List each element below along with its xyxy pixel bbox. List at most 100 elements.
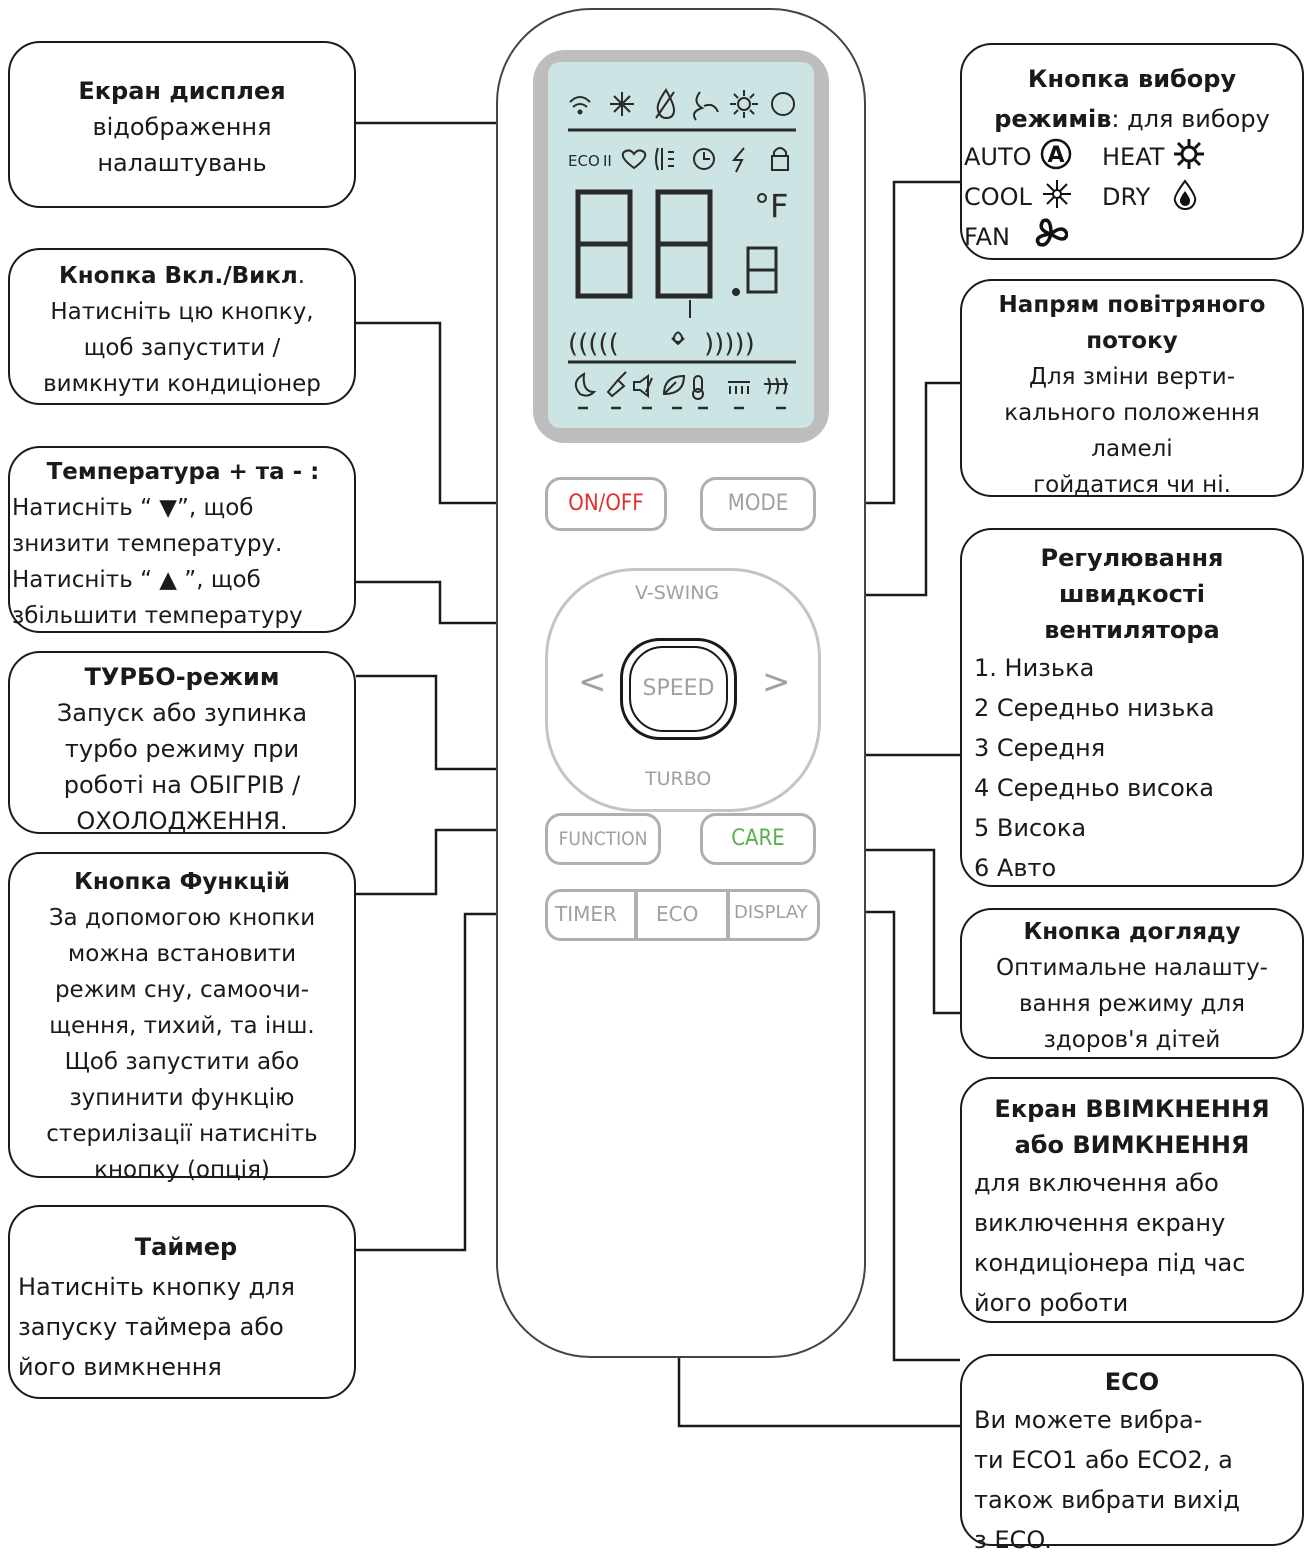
callout-line: Натисніть цю кнопку, [50,299,314,325]
lcd-fan-right: ))))) [704,329,755,359]
callout-airflow: Напрям повітряного потоку Для зміни верт… [960,279,1304,498]
callout-title-rest: : для вибору [1111,105,1270,133]
lcd-eco-bars: II [603,152,612,170]
flash-icon [731,147,745,173]
sleep-moon-icon [574,372,597,397]
callout-line: кального положення [1004,400,1260,426]
leaf-icon [662,374,686,396]
callout-line: для включення або [974,1169,1219,1197]
speed-button[interactable]: SPEED [629,646,728,732]
v-swing-label[interactable]: V-SWING [635,582,720,604]
callout-line: режим сну, самоочи- [54,977,310,1003]
heater-icon [764,377,788,395]
callout-line: стерилізації натисніть [46,1121,318,1147]
mode-cool: COOL [964,177,1074,217]
callout-title: вентилятора [1044,616,1220,644]
mode-button[interactable]: MODE [700,477,816,531]
drop-icon [1173,179,1197,211]
auto-mode-icon [771,92,795,116]
callout-line: Для зміни верти- [1028,364,1236,390]
callout-title: Регулювання [1040,544,1224,572]
fan-speed-item: 4 Середньо висока [974,774,1214,802]
on-off-button[interactable]: ON/OFF [545,477,667,531]
callout-line: роботі на ОБІГРІВ / [63,771,301,799]
fan-speed-item: 1. Низька [974,654,1095,682]
callout-title: Екран ВВІМКНЕННЯ [994,1095,1270,1123]
fan-icon [1035,218,1069,247]
lock-icon [771,147,789,171]
line-onoff [356,321,545,505]
big-digits-88 [575,189,713,299]
callout-title: Кнопка догляду [1023,919,1241,945]
callout-line: Щоб запустити або [64,1049,300,1075]
callout-title: Кнопка Функцій [74,869,290,895]
heart-icon [621,149,647,170]
callout-line: також вибрати вихід [974,1486,1241,1514]
callout-line: турбо режиму при [64,735,300,763]
timer-button[interactable]: TIMER [555,902,617,926]
speed-button-outer [620,638,737,740]
function-button[interactable]: FUNCTION [545,813,661,865]
callout-line: виключення екрану [974,1209,1226,1237]
fan-speed-item: 2 Середньо низька [974,694,1215,722]
callout-line: Ви можете вибра- [974,1406,1203,1434]
callout-line: щення, тихий, та інш. [49,1013,315,1039]
callout-line: кондиціонера під час [974,1249,1246,1277]
callout-line: зупинити функцію [69,1085,295,1111]
callout-title: Напрям повітряного [998,292,1266,318]
callout-line: налаштувань [97,149,267,177]
callout-line: За допомогою кнопки [48,905,316,931]
callout-mode: Кнопка вибору режимів: для вибору AUTO A… [960,43,1304,260]
callout-function: Кнопка Функцій За допомогою кнопки можна… [8,852,356,1183]
callout-eco: ECO Ви можете вибра- ти ECO1 або ECO2, а… [960,1354,1304,1554]
mode-auto-label: AUTO [964,143,1032,171]
callout-title: Температура + та - : [46,459,320,485]
mode-cool-label: COOL [964,183,1032,211]
eco-button[interactable]: ECO [656,902,699,926]
callout-line: Запуск або зупинка [56,699,308,727]
mode-heat: HEAT [1102,137,1206,177]
callout-line: ти ECO1 або ECO2, а [974,1446,1233,1474]
callout-line: кнопку (опція) [94,1157,270,1183]
callout-line: вання режиму для [1018,991,1245,1017]
callout-line: ламелі [1091,436,1173,462]
callout-line: щоб запустити / [83,335,281,361]
callout-line: збільшити температуру [12,603,303,629]
timer-eco-display-group [545,889,820,941]
callout-line: запуску таймера або [18,1313,284,1341]
callout-fan-speed: Регулювання швидкості вентилятора 1. Низ… [960,528,1304,887]
snowflake-icon [1042,180,1071,208]
auto-icon: A [1040,138,1072,170]
fan-speed-item: 6 Авто [974,854,1057,882]
callout-title: Кнопка вибору [1027,65,1237,93]
wifi-icon [569,96,591,115]
turbo-label[interactable]: TURBO [645,768,712,790]
callout-title: Екран дисплея [78,77,286,105]
callout-timer: Таймер Натисніть кнопку для запуску тайм… [8,1205,356,1399]
lcd-unit: °F [754,187,788,225]
callout-line: знизити температуру. [12,531,283,557]
mode-fan-label: FAN [964,223,1010,251]
callout-title: ECO [1104,1368,1160,1396]
mode-dry-label: DRY [1102,183,1151,211]
lcd-screen: ECO II °F ((((( ))))) [548,62,814,428]
callout-line: вимкнути кондиціонер [43,371,321,397]
callout-care: Кнопка догляду Оптимальне налашту- вання… [960,908,1304,1059]
small-digit-8 [746,246,778,294]
callout-title: швидкості [1058,580,1205,608]
callout-title: Кнопка Вкл./Викл [58,263,298,289]
arrow-right-button[interactable]: > [762,662,791,702]
light-icon [655,147,674,171]
care-button[interactable]: CARE [700,813,816,865]
heat-sun-icon [730,90,758,118]
lcd-eco-text: ECO [568,152,600,170]
callout-title: або ВИМКНЕННЯ [1014,1131,1250,1159]
display-button[interactable]: DISPLAY [734,902,808,923]
fan-mode-icon [693,91,719,121]
arrow-left-button[interactable]: < [578,662,607,702]
fan-speed-item: 5 Висока [974,814,1087,842]
fan-speed-center-icon [671,331,685,346]
callout-turbo: ТУРБО-режим Запуск або зупинка турбо реж… [8,651,356,835]
fan-speed-item: 3 Середня [974,734,1106,762]
lcd-contents: ECO II °F ((((( ))))) [568,88,796,410]
